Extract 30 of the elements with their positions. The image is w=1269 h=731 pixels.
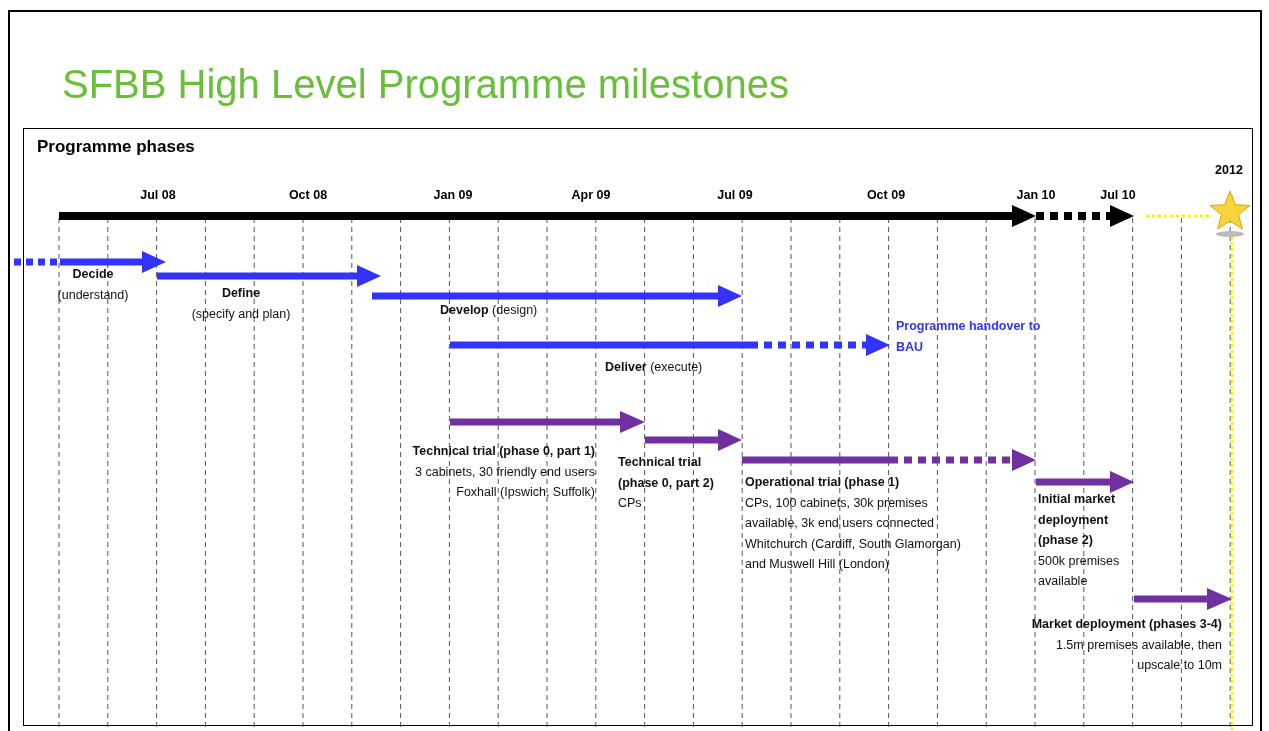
title: SFBB High Level Programme milestones [62,62,789,107]
timeline-tick-label: Jul 10 [1100,188,1136,202]
phase-title: Programme handover to BAU [896,318,1042,356]
timeline-tick-label: Apr 09 [571,188,611,202]
phase-title: Technical trial (phase 0, part 1) [412,443,595,460]
phase-description: 3 cabinets, 30 friendly end users [415,463,595,481]
timeline-tick-label: Jan 10 [1016,188,1056,202]
phase-description: CPs [618,495,642,512]
phase-title: Define [221,285,261,302]
phase-description: Foxhall (Ipswich, Suffolk) [456,484,595,501]
timeline-tick-label: Jul 08 [140,188,176,202]
phase-description: CPs, 100 cabinets, 30k premises available, 3k end users connected [745,494,935,532]
timeline-tick-label: Jul 09 [717,188,753,202]
phase-title: Decide [72,266,114,283]
phase-title: Develop (design) [440,302,538,319]
timeline-tick-label: Jan 09 [433,188,473,202]
phase-title: Technical trial (phase 0, part 2) [618,454,715,492]
timeline-tick-label: Oct 09 [866,188,906,202]
phase-title: Initial market deployment (phase 2) [1038,491,1117,549]
phase-description: (understand) [57,286,129,304]
phase-title: Market deployment (phases 3-4) [1031,616,1222,633]
phase-description: 1.5m premises available, then upscale to 10m [1054,636,1222,674]
phase-description: (specify and plan) [191,305,291,323]
phase-description: Whitchurch (Cardiff, South Glamorgan) and Muswell Hill (London) [745,535,962,573]
phase-title: Operational trial (phase 1) [745,474,900,491]
timeline-tick-label: 2012 [1215,163,1243,177]
panel-heading: Programme phases [37,137,195,157]
phase-description: 500k premises available [1038,552,1121,590]
phase-title: Deliver (execute) [605,359,703,376]
timeline-tick-label: Oct 08 [288,188,328,202]
